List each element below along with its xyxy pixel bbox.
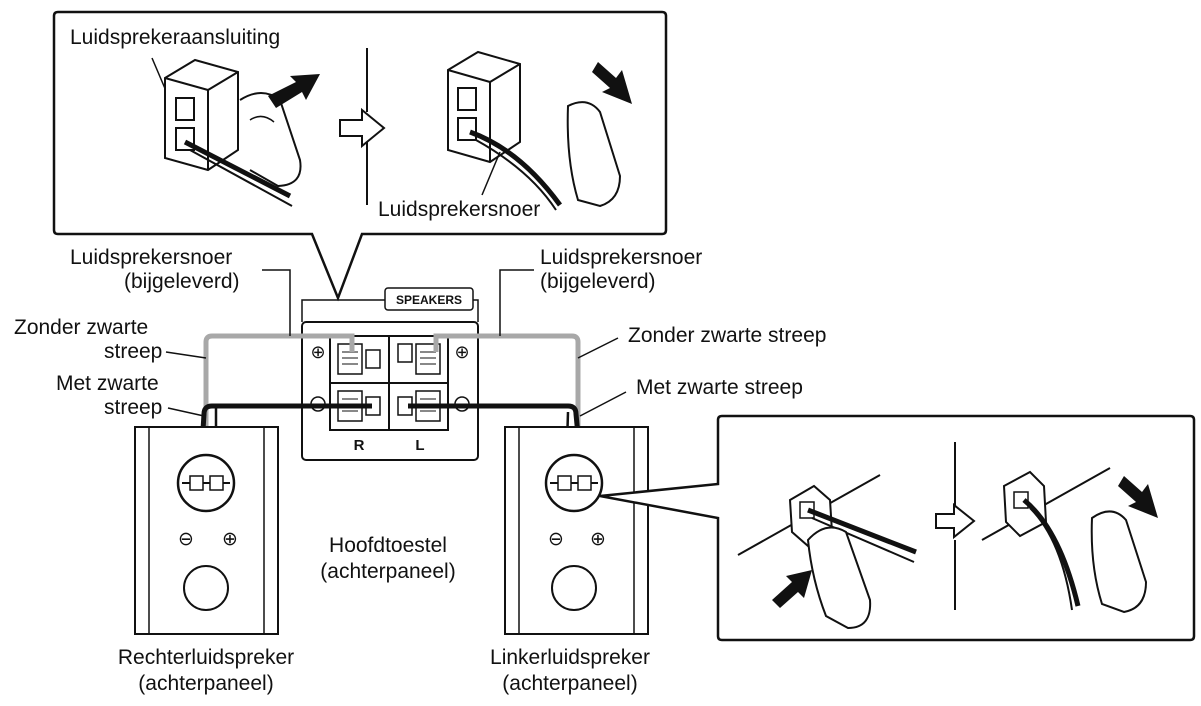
left-speaker-label-1: Linkerluidspreker: [490, 646, 650, 669]
cord-leader: [481, 151, 501, 196]
top-callout: Luidsprekeraansluiting L: [52, 10, 668, 302]
left-speaker-label-2: (achterpaneel): [502, 672, 637, 695]
sequence-arrow-icon: [935, 502, 976, 540]
left-stripe-label-2: streep: [104, 396, 162, 419]
push-terminal-insert-illustration: [737, 474, 917, 630]
left-no-stripe-leader: [165, 351, 207, 359]
terminal-pressed-illustration: [164, 58, 302, 207]
press-arrow-icon: [772, 570, 812, 608]
left-cord-label-1: Luidsprekersnoer: [70, 246, 232, 269]
main-unit-panel: SPEAKERS ⊕ ⊕ R L: [301, 287, 479, 461]
channel-r-label: R: [354, 437, 365, 454]
callout-bubble: [599, 414, 1196, 642]
black-wire-right-speaker: [197, 403, 372, 479]
right-no-stripe-label: Zonder zwarte streep: [628, 324, 826, 347]
main-unit-label-2: (achterpaneel): [320, 560, 455, 583]
plus-icon: ⊕: [454, 342, 469, 362]
left-stripe-leader: [167, 407, 205, 417]
bass-port: [551, 565, 597, 611]
right-stripe-leader: [579, 391, 627, 417]
left-speaker-panel: ⊖ ⊕: [504, 426, 649, 635]
left-cord-leader: [262, 269, 291, 336]
minus-icon: ⊖: [178, 529, 194, 550]
black-wire-left-speaker: [408, 403, 585, 479]
right-speaker-label-2: (achterpaneel): [138, 672, 273, 695]
plus-icon: ⊕: [590, 529, 606, 550]
minus-icon: ⊖: [548, 529, 564, 550]
right-no-stripe-leader: [577, 337, 619, 359]
press-arrow-icon: [268, 74, 320, 108]
speakers-badge: SPEAKERS: [396, 293, 462, 307]
bass-port: [183, 565, 229, 611]
gray-wire-right-speaker: [203, 333, 355, 478]
channel-l-label: L: [415, 437, 424, 454]
left-no-stripe-label-2: streep: [104, 340, 162, 363]
left-stripe-label-1: Met zwarte: [56, 372, 159, 395]
terminal-label: Luidsprekeraansluiting: [70, 26, 280, 49]
labels: Luidsprekersnoer (bijgeleverd) Luidsprek…: [14, 246, 826, 695]
terminal-l-plus: [397, 343, 413, 363]
right-cord-label-1: Luidsprekersnoer: [540, 246, 702, 269]
bottom-callout: [599, 414, 1196, 642]
plus-icon: ⊕: [222, 529, 238, 550]
main-unit-label-1: Hoofdtoestel: [329, 534, 447, 557]
release-arrow-icon: [1118, 476, 1158, 518]
speakers-badge-frame: [384, 287, 474, 311]
right-cord-label-2: (bijgeleverd): [540, 270, 656, 293]
push-terminal-release-illustration: [981, 467, 1148, 614]
sequence-arrow-icon: [339, 107, 386, 149]
left-no-stripe-label-1: Zonder zwarte: [14, 316, 148, 339]
right-stripe-label: Met zwarte streep: [636, 376, 803, 399]
right-speaker-label-1: Rechterluidspreker: [118, 646, 294, 669]
right-cord-leader: [499, 269, 534, 336]
terminal-released-illustration: [447, 50, 622, 211]
release-arrow-icon: [592, 62, 632, 104]
right-speaker-panel: ⊖ ⊕: [134, 426, 279, 635]
cord-label: Luidsprekersnoer: [378, 198, 540, 221]
plus-icon: ⊕: [310, 342, 325, 362]
gray-wire-left-speaker: [433, 333, 581, 478]
left-cord-label-2: (bijgeleverd): [124, 270, 240, 293]
